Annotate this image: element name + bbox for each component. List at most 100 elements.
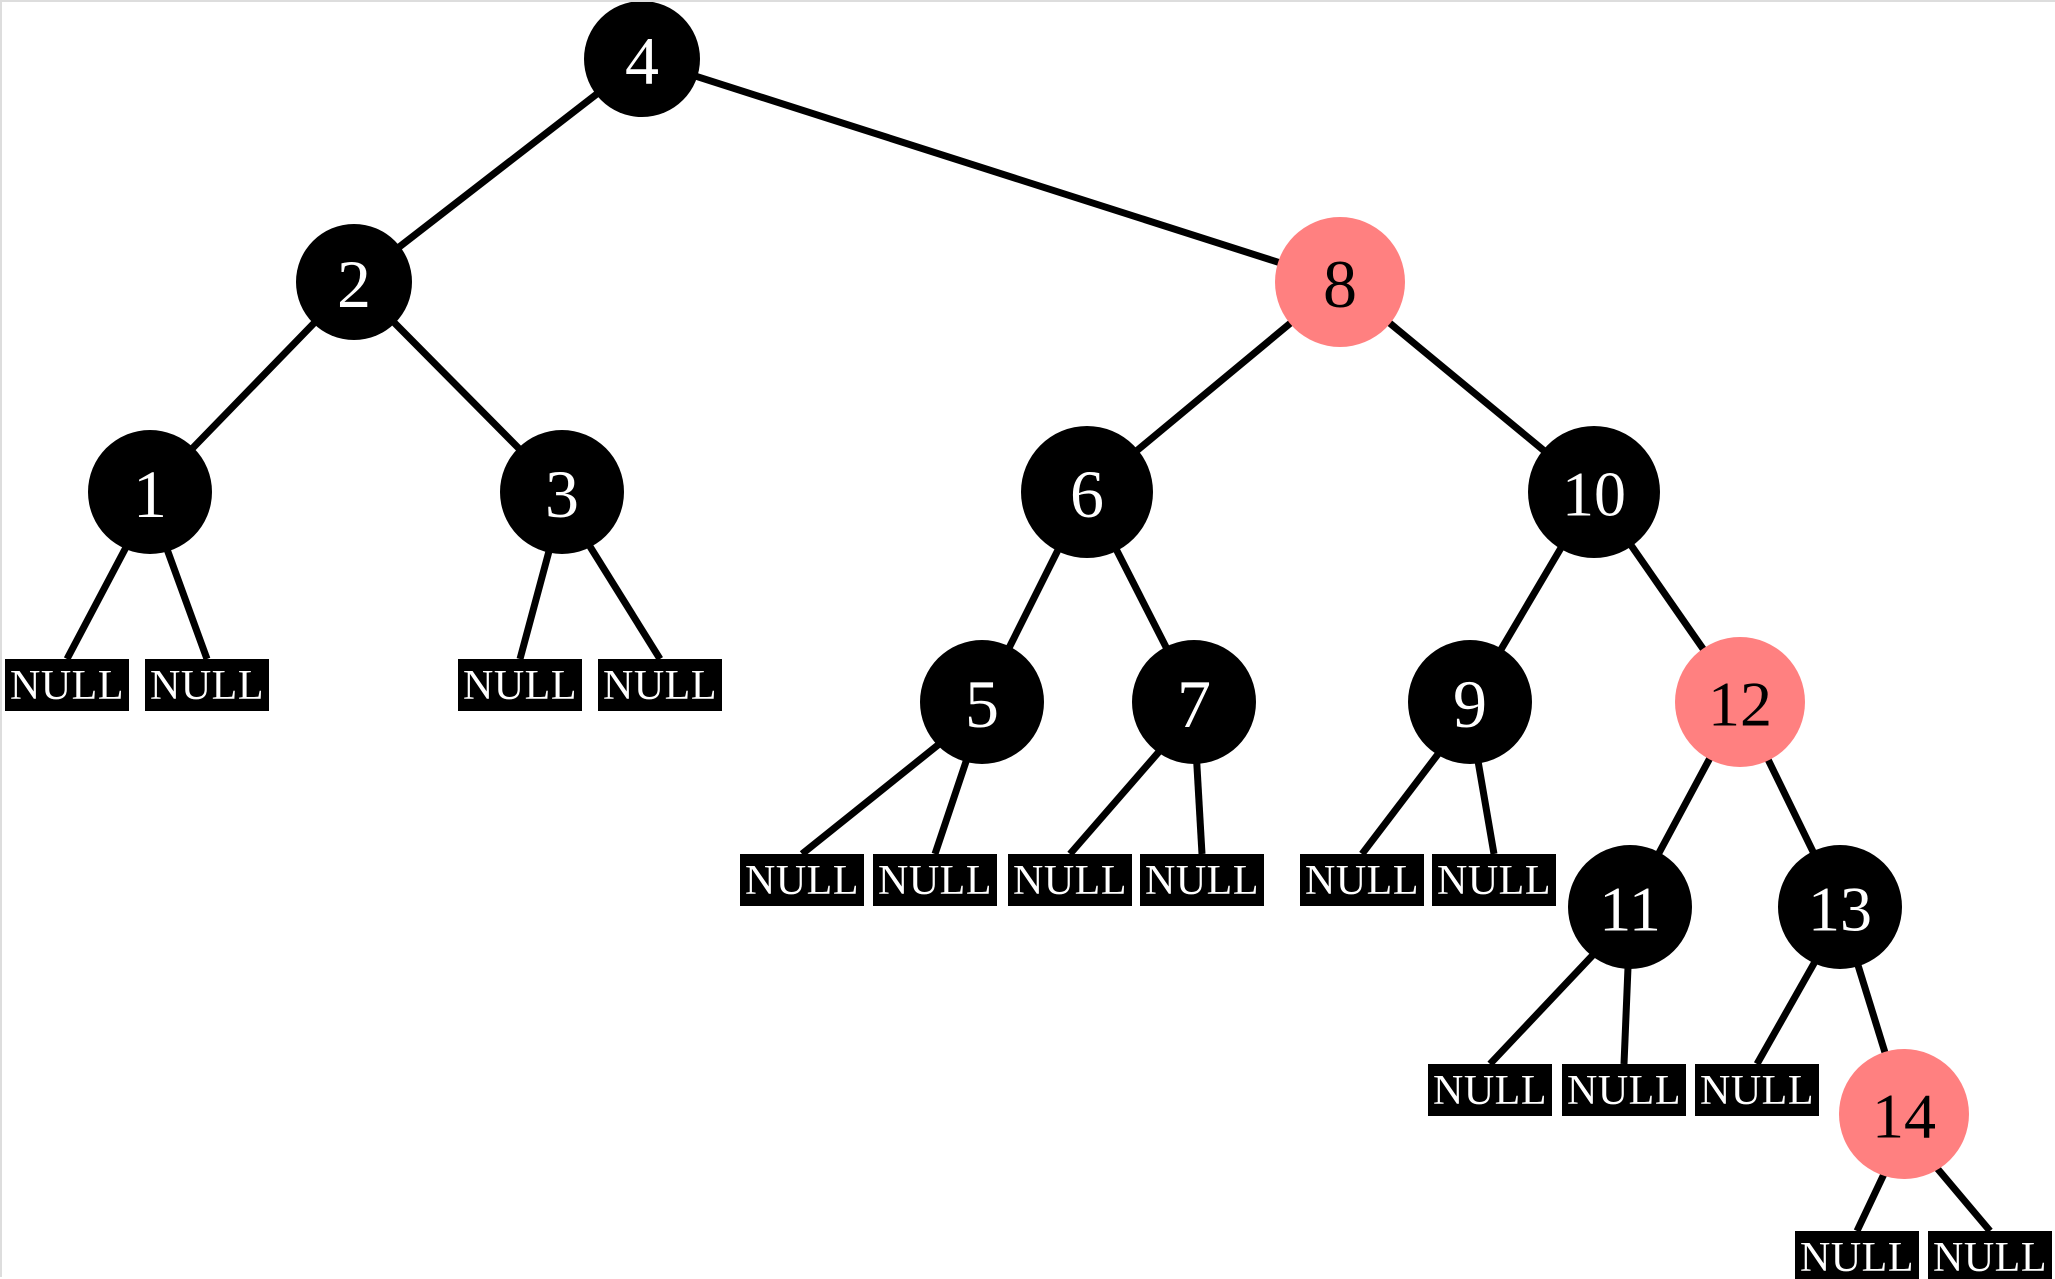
tree-edge: [1654, 754, 1715, 858]
tree-edge: [187, 318, 319, 453]
tree-node-label: 8: [1323, 246, 1357, 322]
tree-node-label: 7: [1177, 666, 1211, 742]
null-leaf-label: NULL: [745, 858, 859, 904]
tree-edge: [692, 72, 1283, 267]
null-leaf-box: [1562, 1064, 1686, 1116]
tree-edge: [1359, 749, 1443, 857]
null-leaf-box: [1300, 854, 1424, 906]
red-node-circle: [1675, 637, 1805, 767]
null-leaf-label: NULL: [1013, 858, 1127, 904]
tree-edge: [1763, 755, 1818, 857]
red-node-circle: [1275, 217, 1405, 347]
null-leaf-node[interactable]: NULL: [1562, 1064, 1686, 1116]
null-leaf-node[interactable]: NULL: [458, 659, 582, 711]
tree-edge: [1067, 747, 1164, 857]
black-node-circle: [1778, 845, 1902, 969]
tree-edge: [1132, 318, 1296, 456]
null-leaf-node[interactable]: NULL: [1432, 854, 1556, 906]
tree-node-1[interactable]: 1: [88, 430, 212, 554]
null-leaf-node[interactable]: NULL: [598, 659, 722, 711]
null-leaf-label: NULL: [1567, 1068, 1681, 1114]
tree-node-7[interactable]: 7: [1132, 640, 1256, 764]
null-leaf-box: [1140, 854, 1264, 906]
tree-node-11[interactable]: 11: [1568, 845, 1692, 969]
null-leaf-label: NULL: [150, 663, 264, 709]
null-leaf-node[interactable]: NULL: [1928, 1231, 2052, 1279]
tree-node-6[interactable]: 6: [1021, 426, 1153, 558]
null-leaf-node[interactable]: NULL: [873, 854, 997, 906]
null-leaf-box: [873, 854, 997, 906]
tree-node-8[interactable]: 8: [1275, 217, 1405, 347]
null-leaf-box: [1795, 1231, 1919, 1279]
tree-node-label: 6: [1070, 456, 1104, 532]
null-leaf-label: NULL: [463, 663, 577, 709]
null-leaf-node[interactable]: NULL: [1140, 854, 1264, 906]
tree-edge: [1626, 540, 1709, 654]
null-leaf-box: [1695, 1064, 1819, 1116]
tree-node-label: 9: [1453, 666, 1487, 742]
tree-node-2[interactable]: 2: [296, 224, 412, 340]
null-leaf-box: [145, 659, 269, 711]
tree-edge: [1932, 1164, 1993, 1234]
null-leaf-node[interactable]: NULL: [1795, 1231, 1919, 1279]
null-leaf-node[interactable]: NULL: [1428, 1064, 1552, 1116]
black-node-circle: [1408, 640, 1532, 764]
null-leaf-box: [1008, 854, 1132, 906]
red-node-circle: [1839, 1049, 1969, 1179]
tree-edge: [799, 740, 943, 857]
edges-layer: [63, 72, 1993, 1234]
tree-node-13[interactable]: 13: [1778, 845, 1902, 969]
tree-node-3[interactable]: 3: [500, 430, 624, 554]
null-leaf-box: [5, 659, 129, 711]
black-node-circle: [920, 640, 1044, 764]
black-node-circle: [1021, 426, 1153, 558]
tree-edge: [394, 89, 602, 252]
tree-node-14[interactable]: 14: [1839, 1049, 1969, 1179]
tree-node-label: 2: [337, 246, 371, 322]
tree-edge: [1496, 543, 1566, 654]
tree-edge: [1004, 545, 1063, 652]
tree-edge: [1112, 545, 1171, 652]
tree-node-label: 14: [1872, 1081, 1936, 1152]
null-leaf-box: [1928, 1231, 2052, 1279]
tree-edge: [1384, 318, 1549, 456]
null-leaf-box: [1432, 854, 1556, 906]
black-node-circle: [1528, 426, 1660, 558]
tree-edge: [1474, 758, 1498, 855]
tree-node-label: 11: [1599, 874, 1661, 945]
tree-edge: [1853, 961, 1890, 1057]
null-leaf-node[interactable]: NULL: [5, 659, 129, 711]
tree-edge: [516, 547, 554, 660]
tree-node-5[interactable]: 5: [920, 640, 1044, 764]
null-leaf-node[interactable]: NULL: [1695, 1064, 1819, 1116]
black-node-circle: [88, 430, 212, 554]
black-node-circle: [584, 2, 700, 117]
tree-edge: [163, 546, 211, 661]
tree-edge: [931, 756, 971, 856]
null-leaf-label: NULL: [878, 858, 992, 904]
tree-node-label: 3: [545, 456, 579, 532]
tree-node-label: 12: [1708, 669, 1772, 740]
null-leaf-node[interactable]: NULL: [1300, 854, 1424, 906]
null-leaf-label: NULL: [1437, 858, 1551, 904]
tree-edge: [1620, 964, 1632, 1065]
null-leaf-box: [458, 659, 582, 711]
tree-node-4[interactable]: 4: [584, 2, 700, 117]
tree-node-12[interactable]: 12: [1675, 637, 1805, 767]
null-leaf-node[interactable]: NULL: [145, 659, 269, 711]
tree-node-9[interactable]: 9: [1408, 640, 1532, 764]
null-leaf-label: NULL: [1933, 1235, 2047, 1279]
null-leaf-box: [740, 854, 864, 906]
tree-edge: [389, 317, 524, 454]
null-leaf-box: [1428, 1064, 1552, 1116]
tree-node-10[interactable]: 10: [1528, 426, 1660, 558]
null-leaf-node[interactable]: NULL: [740, 854, 864, 906]
null-leaf-label: NULL: [1700, 1068, 1814, 1114]
tree-edge: [63, 543, 131, 661]
tree-edge: [1853, 1170, 1889, 1233]
tree-edge: [1193, 759, 1206, 855]
null-leaf-node[interactable]: NULL: [1008, 854, 1132, 906]
